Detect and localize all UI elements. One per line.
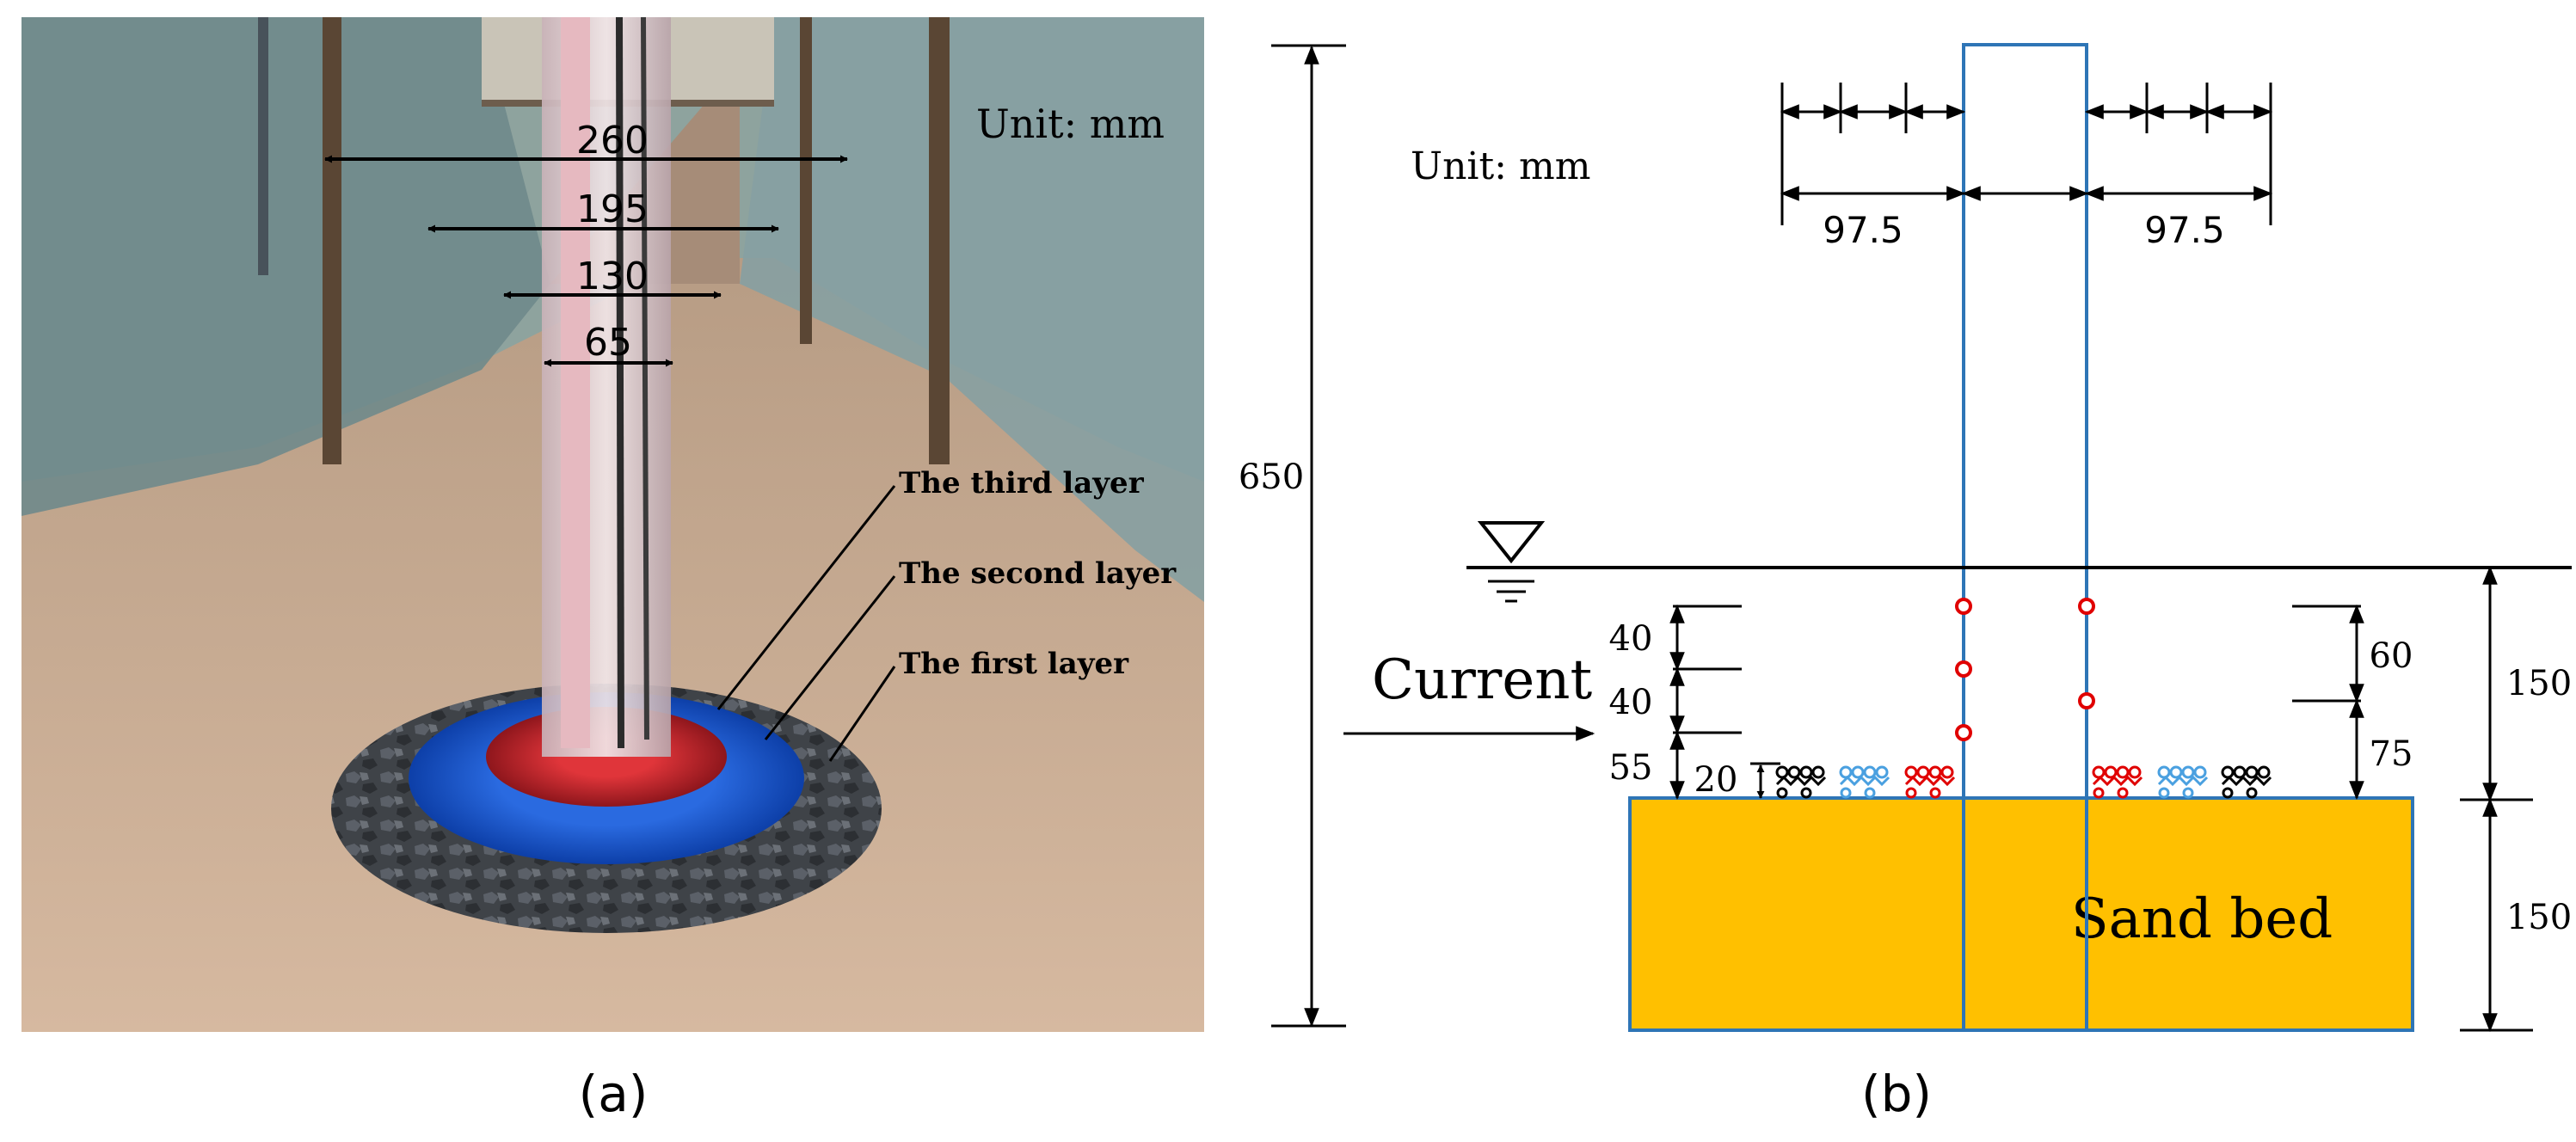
leader-first-layer: [828, 666, 896, 762]
label-third-layer: The third layer: [899, 466, 1145, 500]
dim-label-65: 65: [584, 321, 632, 365]
blue-layer-left: [1839, 765, 1891, 799]
dim-label-650: 650: [1239, 457, 1304, 497]
water-depth-label: 150: [2506, 664, 2572, 703]
dim-label-60: 60: [2370, 636, 2413, 676]
wall-post: [258, 17, 268, 275]
unit-label-a: Unit: mm: [976, 101, 1165, 147]
label-second-layer: The second layer: [899, 556, 1177, 591]
wall-post: [800, 17, 812, 344]
current-label: Current: [1372, 648, 1592, 712]
dim-label-975-left: 97.5: [1823, 209, 1903, 251]
dim-label-260: 260: [576, 119, 649, 163]
instrument-cable: [616, 16, 624, 749]
red-layer-right: [2092, 765, 2143, 799]
protection-layers-left: [1775, 765, 1956, 799]
pile-outline: [1962, 43, 2088, 1032]
right-glass-wall: [740, 17, 1204, 602]
caption-b: (b): [1861, 1065, 1932, 1123]
sensor-point: [1955, 724, 1972, 741]
caption-a: (a): [579, 1065, 649, 1123]
sensor-point: [1955, 598, 1972, 615]
dim-label-195: 195: [576, 187, 649, 231]
dim-label-975-right: 97.5: [2144, 209, 2225, 251]
sensor-point: [2078, 598, 2095, 615]
pile-scale: [561, 17, 590, 748]
sand-depth-label: 150: [2506, 898, 2572, 937]
blue-layer-right: [2157, 765, 2209, 799]
sensor-point: [2078, 692, 2095, 709]
left-glass-wall: [22, 17, 550, 516]
instrument-cable: [641, 16, 649, 740]
dim-label-40b: 40: [1609, 683, 1653, 722]
dim-label-55: 55: [1609, 748, 1653, 788]
dim-label-75: 75: [2370, 734, 2413, 774]
red-layer-left: [1904, 765, 1956, 799]
wall-post: [929, 17, 950, 464]
panel-b-schematic: 650 Unit: mm Sand bed 97.5 97.5 Current: [1239, 43, 2572, 1033]
unit-label-b: Unit: mm: [1411, 144, 1590, 188]
protection-layers-right: [2092, 765, 2272, 799]
black-layer-right: [2221, 765, 2272, 799]
leader-third-layer: [716, 485, 896, 710]
wall-post: [323, 17, 341, 464]
dim-label-40a: 40: [1609, 619, 1653, 659]
sand-bed-label: Sand bed: [2071, 887, 2333, 951]
dim-label-130: 130: [576, 255, 649, 298]
sensor-point: [1955, 660, 1972, 678]
dim-label-20: 20: [1694, 760, 1738, 800]
label-first-layer: The first layer: [899, 647, 1129, 681]
leader-second-layer: [764, 575, 896, 740]
water-level-symbol: [1477, 521, 1546, 564]
black-layer-left: [1775, 765, 1827, 799]
sand-bed: [1628, 796, 2414, 1032]
panel-a-photo: 260 195 130 65 Unit: mm The third layer …: [22, 16, 1204, 1032]
